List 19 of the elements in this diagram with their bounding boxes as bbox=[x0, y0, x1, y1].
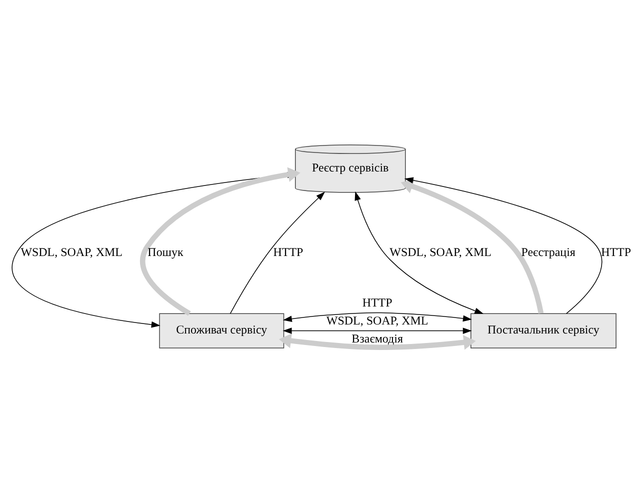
edge-label: HTTP bbox=[601, 244, 632, 259]
edge-label: HTTP bbox=[273, 244, 304, 259]
edge-label: Реєстрація bbox=[521, 244, 576, 259]
arrow bbox=[282, 312, 472, 322]
arrow bbox=[404, 177, 602, 314]
arrow bbox=[140, 167, 300, 316]
edge-label: WSDL, SOAP, XML bbox=[326, 314, 428, 328]
edge-label: Взаємодія bbox=[352, 332, 403, 346]
arrow bbox=[354, 191, 484, 314]
arrow bbox=[278, 333, 476, 350]
arrow bbox=[400, 179, 544, 314]
node-box: Постачальник сервісу bbox=[470, 313, 616, 348]
arrow bbox=[230, 192, 325, 314]
edge-label: HTTP bbox=[362, 296, 392, 310]
node-box: Споживач сервісу bbox=[159, 313, 284, 348]
edge-label: Пошук bbox=[148, 244, 184, 259]
edge-label: WSDL, SOAP, XML bbox=[20, 244, 122, 259]
edge-label: WSDL, SOAP, XML bbox=[390, 244, 492, 259]
arrow bbox=[282, 328, 472, 334]
